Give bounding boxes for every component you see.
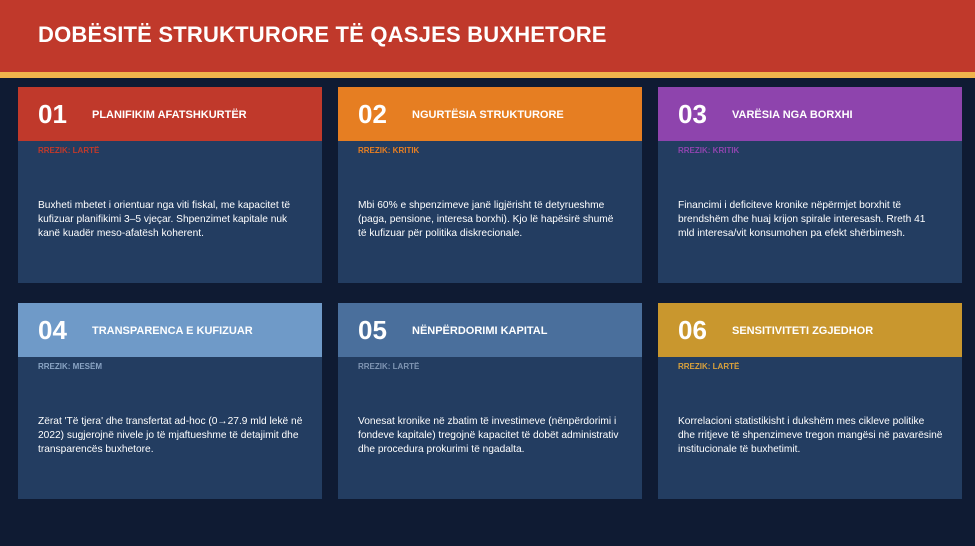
card-nenperdorimi: 05 NËNPËRDORIMI KAPITAL RREZIK: LARTË Vo…: [338, 303, 642, 499]
card-number: 06: [678, 315, 707, 345]
card-header: 03 VARËSIA NGA BORXHI: [658, 87, 962, 141]
card-description: Financimi i deficiteve kronike nëpërmjet…: [678, 200, 926, 239]
risk-label: RREZIK: KRITIK: [678, 146, 740, 155]
card-number: 02: [358, 99, 387, 129]
card-varesia: 03 VARËSIA NGA BORXHI RREZIK: KRITIK Fin…: [658, 87, 962, 283]
card-description: Korrelacioni statistikisht i dukshëm mes…: [678, 416, 943, 455]
card-description: Vonesat kronike në zbatim të investimeve…: [358, 416, 619, 455]
card-number: 05: [358, 315, 387, 345]
card-description: Zërat 'Të tjera' dhe transfertat ad-hoc …: [38, 416, 303, 455]
header-divider: [0, 72, 975, 78]
card-number: 01: [38, 99, 67, 129]
risk-label: RREZIK: MESËM: [38, 362, 102, 371]
page-title: DOBËSITË STRUKTURORE TË QASJES BUXHETORE: [38, 22, 607, 47]
card-header: 01 PLANIFIKIM AFATSHKURTËR: [18, 87, 322, 141]
card-title: NËNPËRDORIMI KAPITAL: [412, 325, 548, 337]
card-title: VARËSIA NGA BORXHI: [732, 109, 853, 121]
card-number: 04: [38, 315, 67, 345]
card-number: 03: [678, 99, 707, 129]
header-bar: DOBËSITË STRUKTURORE TË QASJES BUXHETORE: [0, 0, 975, 72]
card-header: 05 NËNPËRDORIMI KAPITAL: [338, 303, 642, 357]
card-sensitiviteti: 06 SENSITIVITETI ZGJEDHOR RREZIK: LARTË …: [658, 303, 962, 499]
card-description: Buxheti mbetet i orientuar nga viti fisk…: [38, 200, 290, 239]
card-title: NGURTËSIA STRUKTURORE: [412, 109, 564, 121]
card-ngurtesia: 02 NGURTËSIA STRUKTURORE RREZIK: KRITIK …: [338, 87, 642, 283]
card-header: 06 SENSITIVITETI ZGJEDHOR: [658, 303, 962, 357]
risk-label: RREZIK: LARTË: [678, 362, 740, 371]
card-header: 02 NGURTËSIA STRUKTURORE: [338, 87, 642, 141]
card-transparenca: 04 TRANSPARENCA E KUFIZUAR RREZIK: MESËM…: [18, 303, 322, 499]
card-description: Mbi 60% e shpenzimeve janë ligjërisht të…: [358, 200, 614, 239]
risk-label: RREZIK: LARTË: [358, 362, 420, 371]
risk-label: RREZIK: LARTË: [38, 146, 100, 155]
card-title: TRANSPARENCA E KUFIZUAR: [92, 325, 253, 337]
card-planifikim: 01 PLANIFIKIM AFATSHKURTËR RREZIK: LARTË…: [18, 87, 322, 283]
card-header: 04 TRANSPARENCA E KUFIZUAR: [18, 303, 322, 357]
risk-label: RREZIK: KRITIK: [358, 146, 420, 155]
card-title: SENSITIVITETI ZGJEDHOR: [732, 325, 874, 337]
card-title: PLANIFIKIM AFATSHKURTËR: [92, 109, 247, 121]
